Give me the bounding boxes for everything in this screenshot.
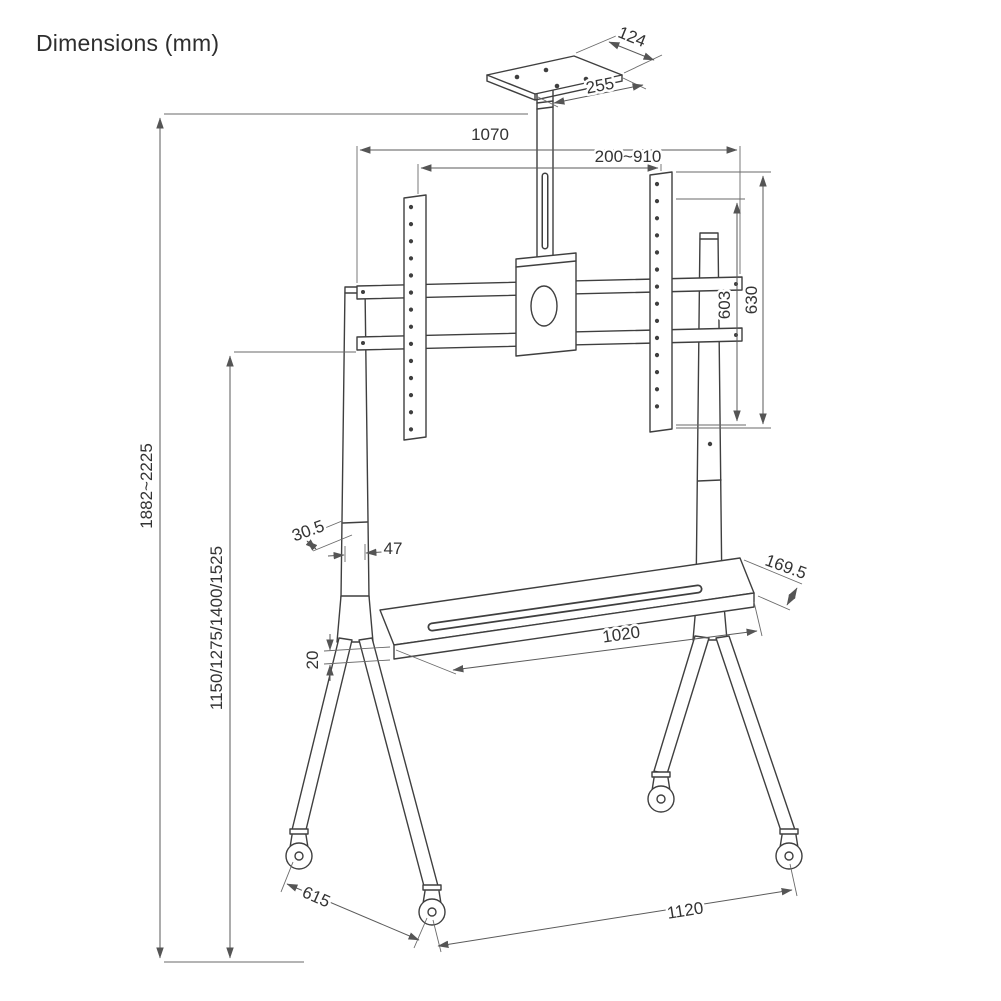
dim-label-shelf-width: 1020	[601, 623, 641, 647]
dim-label-profile-depth: 30.5	[289, 516, 327, 545]
vesa-rail-right	[649, 171, 673, 433]
vesa-rail-left	[403, 194, 427, 441]
dim-label-column-heights: 1150/1275/1400/1525	[207, 546, 226, 710]
dim-label-top-plate-width: 255	[584, 74, 615, 98]
dim-vesa-heights	[676, 171, 771, 429]
caster-front-right	[647, 771, 675, 813]
dim-base	[280, 861, 798, 953]
dim-shelf-thickness	[323, 634, 391, 681]
dim-shelf-width	[395, 601, 763, 675]
page-title: Dimensions (mm)	[36, 30, 220, 56]
dim-top-plate	[535, 35, 663, 108]
caster-front-left	[285, 828, 313, 870]
dim-label-bracket-height: 630	[742, 286, 761, 314]
dim-shelf-depth	[743, 559, 803, 611]
leg-assembly	[291, 593, 796, 891]
dim-label-shelf-depth: 169.5	[763, 551, 809, 583]
center-column	[536, 88, 554, 263]
dim-label-base-depth: 615	[299, 883, 333, 912]
column-bracket-housing	[515, 252, 577, 357]
dim-vesa-range	[417, 164, 662, 194]
dim-label-shelf-thickness: 20	[303, 651, 322, 670]
caster-rear-left	[418, 884, 446, 926]
dim-label-vesa-range: 200~910	[595, 147, 662, 166]
dim-column-heights	[226, 351, 356, 959]
dim-label-vesa-height: 603	[715, 291, 734, 319]
dim-overall-height	[156, 113, 528, 963]
dim-label-base-width: 1120	[666, 898, 705, 922]
dim-column-profile	[302, 520, 383, 562]
dim-label-profile-width: 47	[384, 539, 403, 558]
caster-rear-right	[775, 828, 803, 870]
dim-label-overall-height: 1882~2225	[137, 443, 156, 529]
dim-label-bracket-width: 1070	[471, 125, 509, 144]
